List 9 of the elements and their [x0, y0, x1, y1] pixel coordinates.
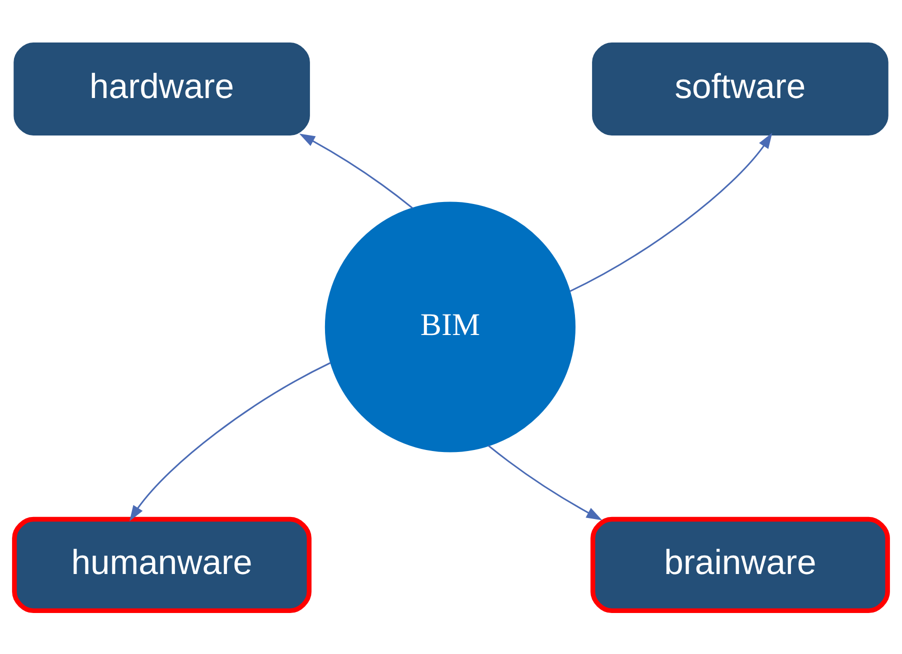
node-box: humanware: [12, 516, 312, 614]
arrow: [570, 132, 772, 292]
node-circle: BIM: [324, 202, 576, 452]
arrow: [129, 362, 331, 522]
node-box: hardware: [14, 42, 310, 136]
arrow: [488, 445, 602, 520]
node-box: software: [592, 42, 888, 136]
node-box: brainware: [590, 516, 890, 614]
arrow: [299, 134, 414, 209]
